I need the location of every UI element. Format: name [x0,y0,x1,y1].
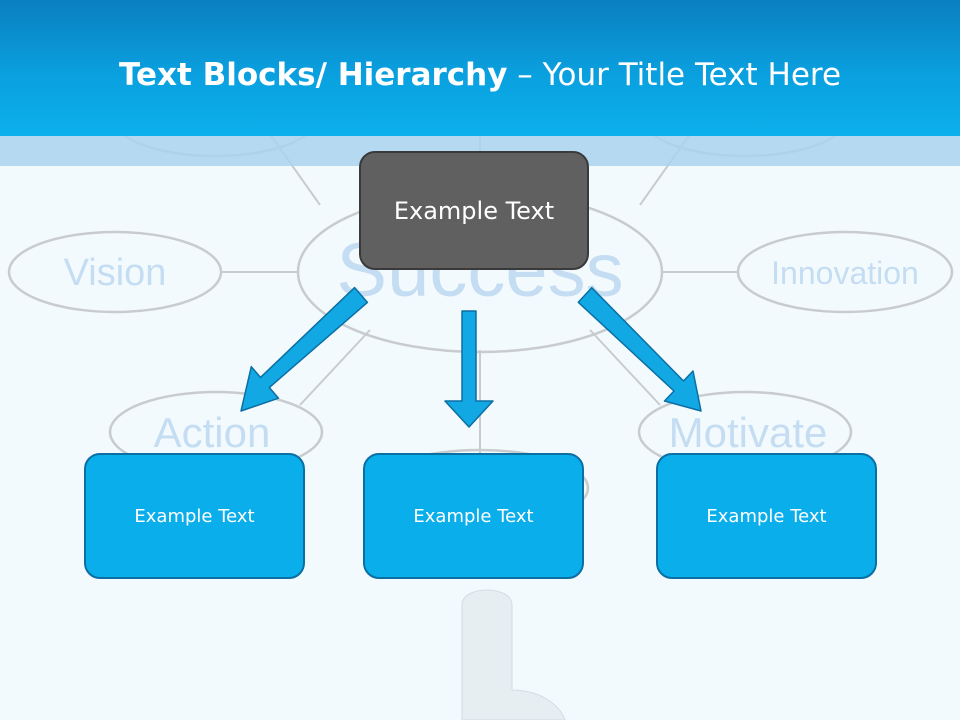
child-text-block-left: Example Text [84,453,305,579]
child-text-block-label: Example Text [413,505,534,527]
pointing-finger-image [461,589,566,720]
bg-word-innovation: Innovation [771,255,919,291]
bg-word-motivate: Motivate [669,409,828,456]
slide-title: Text Blocks/ Hierarchy – Your Title Text… [0,55,960,95]
bg-ellipse-left [7,230,223,314]
top-text-block: Example Text [359,151,589,270]
child-text-block-label: Example Text [706,505,827,527]
slide-title-rest: – Your Title Text Here [507,57,842,93]
bg-word-action: Action [154,409,271,456]
child-text-block-label: Example Text [134,505,255,527]
bg-word-vision: Vision [64,252,167,294]
bg-ellipse-right [736,230,954,314]
title-bar [0,0,960,136]
slide-title-bold: Text Blocks/ Hierarchy [118,57,508,93]
child-text-block-center: Example Text [363,453,584,579]
child-text-block-right: Example Text [656,453,877,579]
top-text-block-label: Example Text [393,196,555,225]
